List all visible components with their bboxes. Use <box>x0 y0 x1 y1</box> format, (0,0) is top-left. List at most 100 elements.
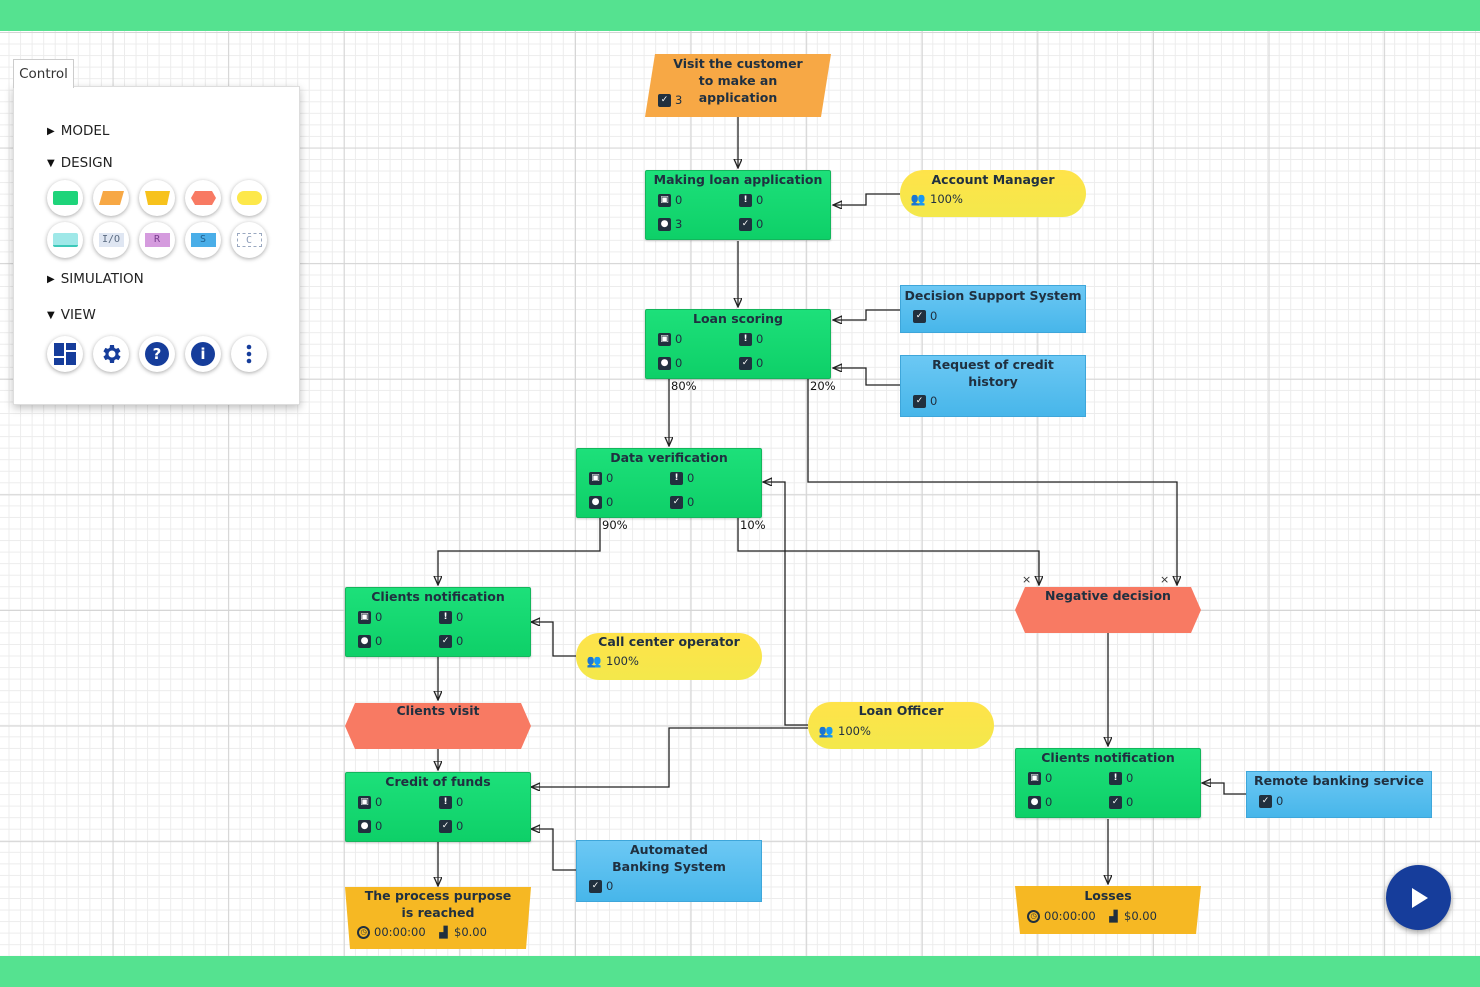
node-stat: ✓0 <box>670 495 694 509</box>
node-title: Call center operator <box>598 634 740 649</box>
resource-call-center-operator[interactable]: Call center operator 👥100% <box>576 633 762 680</box>
end-shape <box>345 887 531 949</box>
event-tool-button[interactable] <box>93 180 129 216</box>
queue-icon: ▣ <box>658 193 671 207</box>
info-button[interactable]: i <box>185 336 221 372</box>
node-stat: ✓0 <box>1109 795 1133 809</box>
io-tool-button[interactable]: I/O <box>93 222 129 258</box>
alert-icon: ! <box>439 795 452 809</box>
person-icon: ● <box>658 356 671 370</box>
node-stat: ▟$0.00 <box>437 925 487 939</box>
process-tool-button[interactable] <box>47 180 83 216</box>
control-tab[interactable]: Control <box>13 59 74 88</box>
node-title: Request of credit history <box>932 357 1054 389</box>
node-stat: ▣0 <box>658 332 682 346</box>
run-simulation-button[interactable] <box>1386 865 1451 930</box>
person-icon: ● <box>658 217 671 231</box>
node-stat: ✓0 <box>1259 794 1283 808</box>
queue-icon: ▣ <box>358 795 371 809</box>
decision-clients-visit[interactable]: Clients visit <box>345 703 531 749</box>
check-icon: ✓ <box>439 819 452 833</box>
node-stat: ✓0 <box>913 309 937 323</box>
comment-tool-button[interactable]: C <box>231 222 267 258</box>
event-visit-customer[interactable]: Visit the customer to make an applicatio… <box>645 54 831 117</box>
edge-label-verify-90: 90% <box>602 518 628 532</box>
help-button[interactable]: ? <box>139 336 175 372</box>
node-title: Loan Officer <box>858 703 944 718</box>
edge-remote-to-notification <box>1202 783 1246 795</box>
process-clients-notification[interactable]: Clients notification ▣0 !0 ●0 ✓0 <box>345 587 531 657</box>
end-losses[interactable]: Losses ◷00:00:00 ▟$0.00 <box>1015 886 1201 934</box>
alert-icon: ! <box>739 193 752 207</box>
node-stat: ●0 <box>658 356 682 370</box>
section-view[interactable]: ▼VIEW <box>47 307 96 323</box>
node-stat: !0 <box>739 193 763 207</box>
edge-scoring-to-negative <box>807 379 1177 585</box>
resource-account-manager[interactable]: Account Manager 👥100% <box>900 170 1086 217</box>
alert-icon: ! <box>1109 771 1122 785</box>
node-title: Remote banking service <box>1253 773 1424 788</box>
system-credit-history[interactable]: Request of credit history ✓0 <box>900 355 1086 417</box>
person-icon: ● <box>589 495 602 509</box>
report-tool-button[interactable]: R <box>139 222 175 258</box>
section-model[interactable]: ▶MODEL <box>47 123 110 139</box>
check-icon: ✓ <box>670 495 683 509</box>
resource-tool-button[interactable] <box>231 180 267 216</box>
event-shape <box>645 54 831 117</box>
process-clients-notification[interactable]: Clients notification ▣0 !0 ●0 ✓0 <box>1015 748 1201 818</box>
system-decision-support[interactable]: Decision Support System ✓0 <box>900 285 1086 333</box>
help-icon: ? <box>145 342 169 366</box>
edge-label-scoring-80: 80% <box>671 379 697 393</box>
expand-icon: ▶ <box>47 273 55 285</box>
clock-icon: ◷ <box>357 925 370 939</box>
check-icon: ✓ <box>589 879 602 893</box>
node-stat: ●0 <box>1028 795 1052 809</box>
process-making-loan[interactable]: Making loan application ▣0 !0 ●3 ✓0 <box>645 170 831 240</box>
edge-account-manager-to-making <box>833 193 900 205</box>
node-stat: ▣0 <box>358 610 382 624</box>
system-remote-banking[interactable]: Remote banking service ✓0 <box>1246 771 1432 818</box>
system-automated-banking[interactable]: Automated Banking System ✓0 <box>576 840 762 902</box>
person-icon: ● <box>358 634 371 648</box>
edge-verification-to-negative <box>737 518 1039 585</box>
decision-shape <box>345 703 531 749</box>
edge-loan-officer-to-credit <box>531 727 808 787</box>
section-simulation[interactable]: ▶SIMULATION <box>47 271 144 287</box>
settings-button[interactable] <box>93 336 129 372</box>
cost-icon: ▟ <box>1109 909 1118 923</box>
queue-icon: ▣ <box>658 332 671 346</box>
resource-loan-officer[interactable]: Loan Officer 👥100% <box>808 702 994 749</box>
edge-credit-history-to-scoring <box>833 368 900 386</box>
close-icon[interactable]: × <box>1160 573 1170 586</box>
subprocess-tool-button[interactable] <box>47 222 83 258</box>
node-title: Clients visit <box>396 703 480 718</box>
node-stat: ▣0 <box>358 795 382 809</box>
dashboard-button[interactable] <box>47 336 83 372</box>
people-icon: 👥 <box>586 653 602 668</box>
decision-tool-button[interactable] <box>185 180 221 216</box>
alert-icon: ! <box>670 471 683 485</box>
person-icon: ● <box>358 819 371 833</box>
node-title: Losses <box>1084 888 1132 903</box>
node-stat: ●0 <box>589 495 613 509</box>
end-tool-button[interactable] <box>139 180 175 216</box>
collapse-icon: ▼ <box>47 157 55 169</box>
system-tool-button[interactable]: S <box>185 222 221 258</box>
play-icon <box>1411 887 1428 908</box>
process-data-verification[interactable]: Data verification ▣0 !0 ●0 ✓0 <box>576 448 762 518</box>
edge-dss-to-scoring <box>833 309 900 320</box>
node-stat: ▣0 <box>1028 771 1052 785</box>
end-purpose-reached[interactable]: The process purpose is reached ◷00:00:00… <box>345 887 531 949</box>
section-design[interactable]: ▼DESIGN <box>47 155 113 171</box>
decision-negative[interactable]: Negative decision <box>1015 587 1201 633</box>
node-title: Credit of funds <box>385 774 491 789</box>
node-stat: 👥100% <box>818 723 871 738</box>
check-icon: ✓ <box>1259 794 1272 808</box>
process-credit-of-funds[interactable]: Credit of funds ▣0 !0 ●0 ✓0 <box>345 772 531 842</box>
more-button[interactable] <box>231 336 267 372</box>
process-loan-scoring[interactable]: Loan scoring ▣0 !0 ●0 ✓0 <box>645 309 831 379</box>
node-stat: ●0 <box>358 634 382 648</box>
node-stat: ✓0 <box>913 394 937 408</box>
close-icon[interactable]: × <box>1022 573 1032 586</box>
node-stat: ✓0 <box>439 819 463 833</box>
